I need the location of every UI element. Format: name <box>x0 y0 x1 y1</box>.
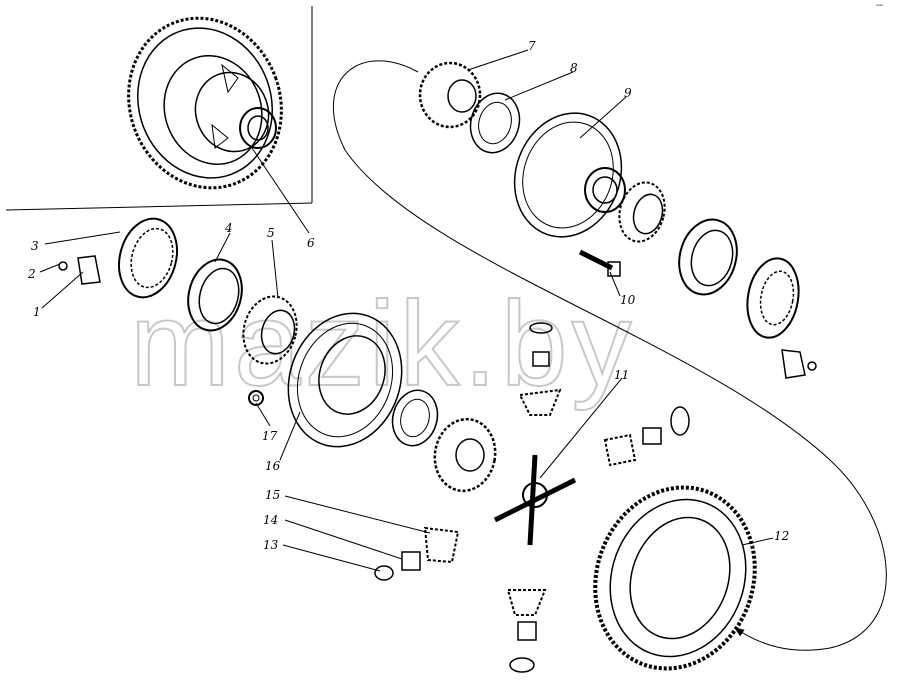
callout-8: 8 <box>570 61 578 75</box>
pinion-stack-bottom <box>506 589 547 673</box>
bearing-cup-right <box>678 218 738 296</box>
callout-7: 7 <box>528 39 536 53</box>
adjusting-nut-left-3 <box>118 217 178 299</box>
thrust-washer-left <box>391 389 439 447</box>
bearing-cup-4 <box>187 258 243 332</box>
pinion-stack-right <box>603 406 690 467</box>
corner-mark: ᵐᵃᶻ <box>876 4 883 10</box>
assembled-differential <box>127 16 283 190</box>
callout-11: 11 <box>614 368 629 382</box>
lock-plate-1 <box>77 255 101 285</box>
callout-16: 16 <box>265 459 281 473</box>
ring-gear-12 <box>593 485 757 671</box>
tapered-bearing-right <box>618 181 666 243</box>
bolt-2 <box>58 261 68 271</box>
differential-case-16 <box>287 312 403 448</box>
nut-17 <box>248 390 264 406</box>
callout-9: 9 <box>624 86 632 100</box>
callout-12: 12 <box>774 529 789 543</box>
assembly-arrow <box>333 60 887 651</box>
pinion-stack-top <box>518 322 562 416</box>
thrust-washer-13 <box>374 565 394 581</box>
inset-frame <box>5 6 313 211</box>
tapered-bearing-5 <box>242 295 298 365</box>
differential-case-9 <box>513 112 626 238</box>
pinion-15 <box>423 526 460 564</box>
callout-labels: 1 2 3 4 5 6 7 8 9 10 11 12 13 14 15 16 1… <box>27 39 789 552</box>
callout-17: 17 <box>262 429 278 443</box>
lock-plate-right <box>781 349 817 379</box>
adjusting-nut-right <box>746 257 800 339</box>
leader-lines <box>39 49 774 572</box>
callout-4: 4 <box>224 221 233 235</box>
callout-3: 3 <box>31 239 39 253</box>
callout-5: 5 <box>267 226 275 240</box>
bolt-10 <box>578 249 621 277</box>
callout-13: 13 <box>263 538 279 552</box>
side-gear-left <box>433 417 497 493</box>
bushing-14 <box>401 551 421 571</box>
thrust-washer-8 <box>469 92 521 154</box>
callout-6: 6 <box>307 236 315 250</box>
callout-1: 1 <box>33 305 41 319</box>
callout-14: 14 <box>263 513 278 527</box>
side-gear-7 <box>418 61 482 129</box>
spider-11 <box>493 454 577 546</box>
callout-10: 10 <box>620 293 636 307</box>
callout-15: 15 <box>265 488 280 502</box>
callout-2: 2 <box>27 267 36 281</box>
